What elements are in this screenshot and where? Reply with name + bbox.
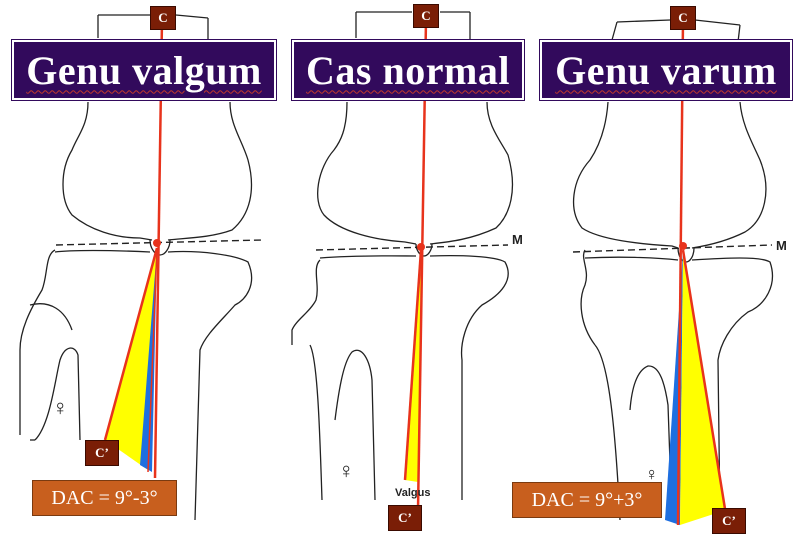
panel3-tibial-axis [681,249,728,516]
panel3-top-label: C [670,6,696,30]
panel1-title: Genu valgum [12,40,276,100]
panel3-bone-outline [572,19,774,521]
panel2-joint-center [417,243,425,251]
panel3-yellow-wedge [680,250,726,525]
panel1-joint-center [153,239,161,247]
panel3-sex-symbol: ♀ [645,464,659,484]
panel2-tibial-axis [403,249,423,481]
panel3-joint-line [572,244,773,253]
panel2-bottom-label: C’ [388,505,422,531]
panel2-title: Cas normal [292,40,524,100]
panel1-angle-box: DAC = 9°-3° [32,480,177,516]
panel2-bone-outline [291,11,514,501]
panel3-joint-marker: M [776,238,787,253]
panel2-joint-line [315,244,509,251]
panel1-bottom-label: C’ [85,440,119,466]
panel1-sex-symbol: ♀ [52,395,69,420]
panel1-bone-outline [19,14,253,521]
panel3-mechanical-axis [676,19,685,526]
panel2-mechanical-axis [416,19,428,511]
panel3-angle-box: DAC = 9°+3° [512,482,662,518]
panel1-blue-wedge [140,248,157,472]
panel3-bottom-label: C’ [712,508,746,534]
panel2-top-label: C [413,4,439,28]
panel2-deformity-text: Valgus [395,487,430,499]
panel3-title: Genu varum [540,40,792,100]
panel1-inner-axis [147,247,158,473]
panel2-joint-marker: M [512,232,523,247]
panel2-sex-symbol: ♀ [338,458,355,483]
panel1-top-label: C [150,6,176,30]
panel1-tibial-axis [103,247,159,441]
panel3-joint-center [679,242,687,250]
